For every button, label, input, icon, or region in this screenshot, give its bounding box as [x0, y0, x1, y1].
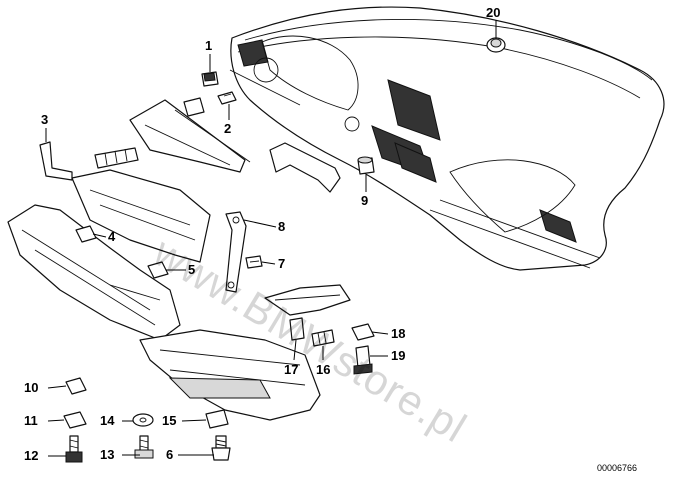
callout-2[interactable]: 2 [224, 121, 232, 136]
callout-1[interactable]: 1 [205, 38, 213, 53]
mount-bracket[interactable] [269, 142, 341, 193]
callout-8[interactable]: 8 [278, 219, 286, 234]
dashboard-panel[interactable] [229, 6, 665, 271]
callout-12[interactable]: 12 [24, 448, 39, 463]
part-4-speed-nut[interactable] [75, 225, 97, 243]
part-6-screw[interactable] [211, 435, 231, 461]
part-5-speed-nut[interactable] [147, 261, 169, 279]
part-15-clip[interactable] [205, 409, 229, 429]
lower-cover-panel[interactable] [139, 329, 321, 421]
part-2-screw[interactable] [217, 91, 237, 105]
lower-right-bracket[interactable] [264, 284, 351, 316]
callout-3[interactable]: 3 [41, 112, 49, 127]
knee-trim-upper[interactable] [71, 169, 211, 263]
part-18-speed-nut[interactable] [351, 323, 375, 341]
center-vent-left [387, 79, 441, 141]
callout-14[interactable]: 14 [100, 413, 115, 428]
callout-11[interactable]: 11 [24, 413, 38, 428]
callout-19[interactable]: 19 [391, 348, 406, 363]
side-vent-right [539, 209, 577, 243]
part-8-strut[interactable] [225, 211, 247, 293]
callout-6[interactable]: 6 [166, 447, 174, 462]
center-vent-right [394, 142, 437, 183]
callout-7[interactable]: 7 [278, 256, 286, 271]
part-14-washer[interactable] [132, 413, 154, 427]
callout-4[interactable]: 4 [108, 229, 116, 244]
drawing-number: 00006766 [597, 463, 638, 473]
callout-16[interactable]: 16 [316, 362, 331, 377]
callout-9[interactable]: 9 [361, 193, 369, 208]
part-19-screw[interactable] [353, 345, 373, 375]
part-16-screw[interactable] [311, 329, 335, 347]
callout-10[interactable]: 10 [24, 380, 39, 395]
part-17-clip[interactable] [289, 317, 305, 341]
part-20-nut[interactable] [486, 37, 506, 53]
part-7-bolt[interactable] [245, 255, 263, 269]
glove-box-outline [449, 159, 576, 233]
part-13-screw[interactable] [134, 435, 154, 459]
callout-20[interactable]: 20 [486, 5, 501, 20]
part-9-grommet[interactable] [357, 156, 375, 175]
part-3-bracket[interactable] [39, 141, 73, 181]
part-12-screw[interactable] [65, 435, 83, 463]
leader-lines [45, 20, 497, 457]
knee-trim-lower[interactable] [7, 204, 181, 341]
connector-rail[interactable] [94, 147, 139, 169]
part-1-grommet[interactable] [201, 71, 219, 87]
part-11-speed-nut[interactable] [63, 411, 87, 429]
side-vent-left [237, 39, 269, 67]
upper-trim-strip[interactable] [129, 99, 251, 173]
part-10-speed-nut[interactable] [65, 377, 87, 395]
callout-18[interactable]: 18 [391, 326, 406, 341]
callout-13[interactable]: 13 [100, 447, 115, 462]
callout-17[interactable]: 17 [284, 362, 299, 377]
callout-15[interactable]: 15 [162, 413, 177, 428]
callout-5[interactable]: 5 [188, 262, 196, 277]
clip-upper[interactable] [183, 97, 205, 117]
